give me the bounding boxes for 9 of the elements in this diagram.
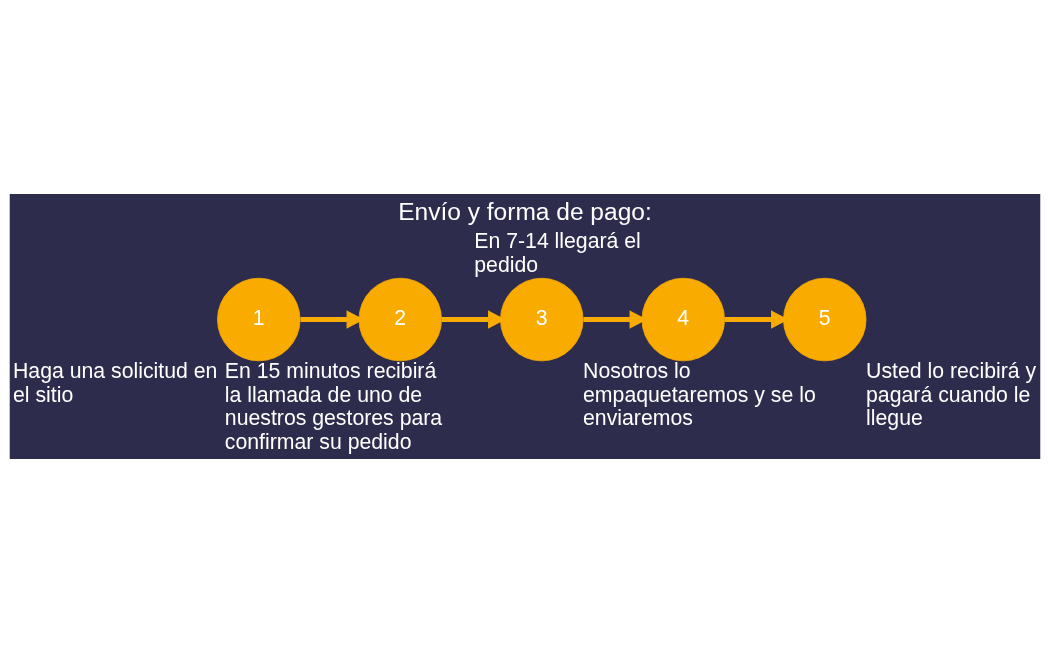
node-circle: 5	[783, 277, 867, 362]
node-label: En 7-14 llegará el pedido	[474, 228, 641, 277]
node-label: Haga una solicitud en el sitio	[12, 358, 218, 407]
diagram-title: Envío y forma de pago:	[398, 198, 652, 226]
node-circle: 1	[217, 277, 301, 362]
node-circle: 2	[358, 277, 442, 362]
node-label: Usted lo recibirá y pagará cuando le llegue	[866, 358, 1037, 431]
node-circle: 4	[641, 277, 725, 362]
node-circle: 3	[500, 277, 584, 362]
